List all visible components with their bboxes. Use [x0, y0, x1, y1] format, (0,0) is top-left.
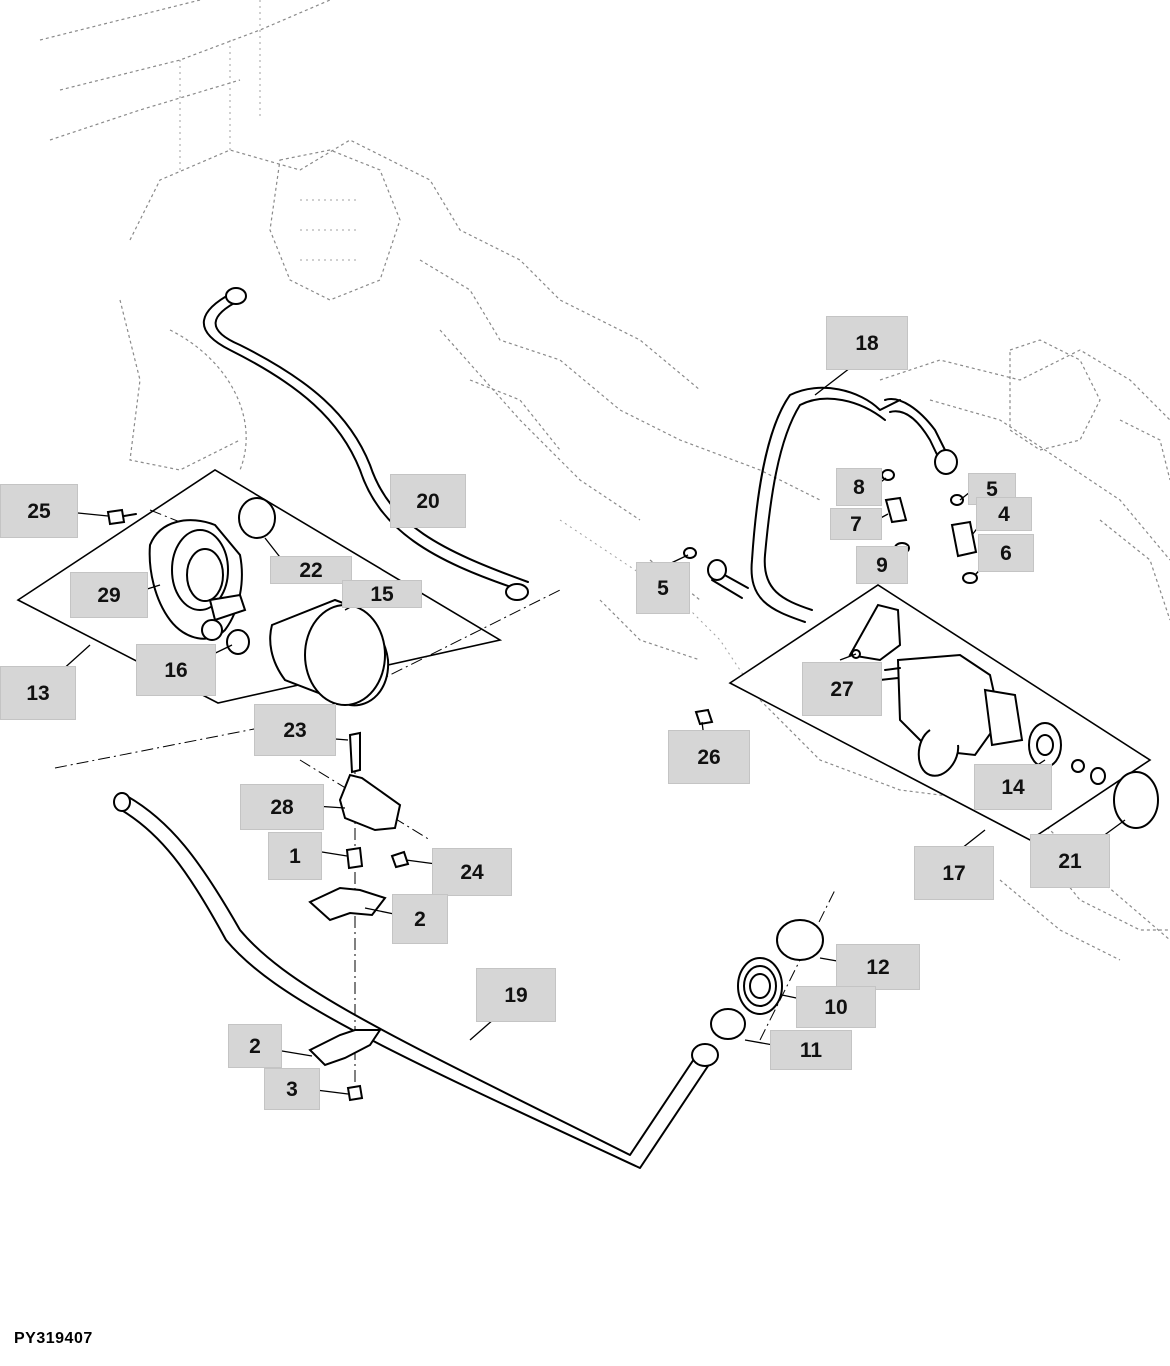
callout-12[interactable]: 12 [836, 944, 920, 990]
o-ring-16 [226, 629, 250, 655]
callout-7[interactable]: 7 [830, 508, 882, 540]
callout-10[interactable]: 10 [796, 986, 876, 1028]
callout-14[interactable]: 14 [974, 764, 1052, 810]
pipe-18-end-fitting [707, 559, 727, 581]
o-ring-22 [238, 497, 276, 539]
callout-22[interactable]: 22 [270, 556, 352, 584]
callout-4[interactable]: 4 [976, 497, 1032, 531]
bolt-23 [348, 731, 361, 774]
callout-29[interactable]: 29 [70, 572, 148, 618]
fitting-7 [884, 496, 908, 524]
callout-18[interactable]: 18 [826, 316, 908, 370]
clamp-12 [776, 919, 824, 961]
fitting-4 [950, 520, 978, 558]
pipe-18-fitting [934, 449, 958, 475]
assembly-centerline-hose [759, 889, 836, 1041]
callout-25[interactable]: 25 [0, 484, 78, 538]
pipe-20-fitting-top [225, 287, 247, 305]
o-ring-21 [1113, 771, 1159, 829]
nut-14 [1090, 767, 1106, 785]
callout-9[interactable]: 9 [856, 546, 908, 584]
callout-24[interactable]: 24 [432, 848, 512, 896]
mounting-bracket-27 [848, 603, 902, 662]
washer-5a [950, 494, 964, 506]
nut-3 [346, 1084, 364, 1102]
callout-1[interactable]: 1 [268, 832, 322, 880]
bolt-26 [694, 708, 714, 726]
figure-reference-code: PY319407 [14, 1330, 93, 1347]
callout-28[interactable]: 28 [240, 784, 324, 830]
callout-11[interactable]: 11 [770, 1030, 852, 1070]
washer-6 [962, 572, 978, 584]
callout-15[interactable]: 15 [342, 580, 422, 608]
pipe-20 [202, 292, 521, 591]
callout-13[interactable]: 13 [0, 666, 76, 720]
clamp-2-upper [308, 886, 387, 922]
oil-filter [269, 598, 390, 707]
callout-26[interactable]: 26 [668, 730, 750, 784]
bolt-24 [390, 850, 410, 869]
hose-19 [124, 794, 701, 1156]
callout-3[interactable]: 3 [264, 1068, 320, 1110]
callout-2-upper[interactable]: 2 [392, 894, 448, 944]
bolt-25 [106, 508, 137, 526]
callout-2-lower[interactable]: 2 [228, 1024, 282, 1068]
hydraulic-pump [879, 653, 1062, 777]
clamp-11 [710, 1008, 746, 1040]
hose-19-start [113, 792, 131, 812]
callout-16[interactable]: 16 [136, 644, 216, 696]
callout-21[interactable]: 21 [1030, 834, 1110, 888]
callout-6[interactable]: 6 [978, 534, 1034, 572]
washer-14 [1071, 759, 1085, 773]
spacer-1 [345, 846, 364, 870]
pipe-20-fitting-bottom [505, 583, 529, 601]
pipe-18 [750, 386, 901, 623]
callout-8[interactable]: 8 [836, 468, 882, 506]
bracket-28 [338, 773, 402, 832]
callout-20[interactable]: 20 [390, 474, 466, 528]
callout-19[interactable]: 19 [476, 968, 556, 1022]
clamp-2-lower [308, 1029, 382, 1067]
washer-8 [881, 469, 895, 481]
callout-23[interactable]: 23 [254, 704, 336, 756]
callout-17[interactable]: 17 [914, 846, 994, 900]
hose-19-end [691, 1043, 719, 1067]
spring-10 [737, 957, 783, 1015]
callout-27[interactable]: 27 [802, 662, 882, 716]
callout-5-mid[interactable]: 5 [636, 562, 690, 614]
filter-head [148, 519, 247, 641]
